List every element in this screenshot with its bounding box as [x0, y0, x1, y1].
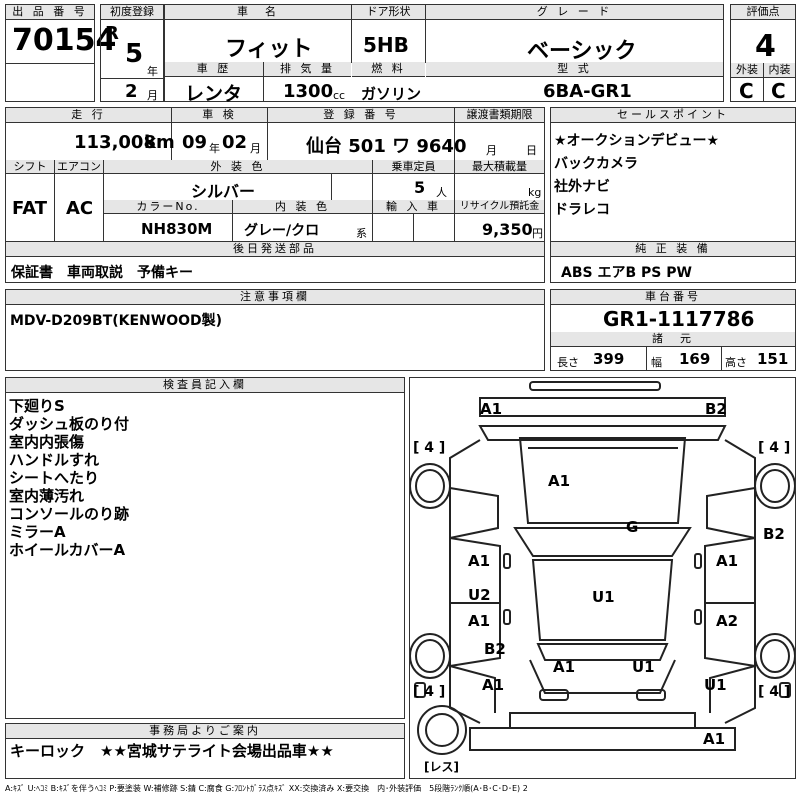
damage-rear-right-quarter: U1 [632, 658, 655, 676]
inspector-line: 室内内張傷 [9, 433, 85, 451]
lot-number-box: 出 品 番 号 70154 [5, 4, 116, 102]
office-notes: キーロック ★★宮城サテライト会場出品車★★ [10, 742, 334, 760]
fuel: ガソリン [361, 85, 422, 103]
damage-left-rear-fender: B2 [484, 640, 506, 658]
tire-front-right: [ 4 ] [758, 440, 791, 456]
score-box: 評価点 4 外装 内装 C C [730, 4, 796, 103]
sales-point: バックカメラ [554, 156, 638, 172]
damage-hood: A1 [548, 472, 571, 490]
inspector-line: ダッシュ板のり付 [9, 415, 130, 433]
tire-rear-right: [ 4 ] [758, 684, 791, 700]
damage-front-right: B2 [705, 400, 727, 418]
vehicle-info-box: 走 行 車 検 登 録 番 号 譲渡書類期限 113,008 km 09 年 0… [5, 107, 545, 242]
spare-tire: [レス] [424, 760, 459, 774]
car-info-box: 車 名 ドア形状 グ レ ー ド フィット 5HB ベーシック 車 歴 排 気 … [164, 4, 724, 105]
damage-right-rear-door: A2 [716, 612, 739, 630]
lot-number-label: 出 品 番 号 [6, 5, 94, 20]
inspector-line: シートへたり [9, 469, 100, 487]
shift: FAT [12, 198, 48, 219]
registration-number: 仙台 501 ワ 9640 [306, 136, 467, 157]
door-type: 5HB [363, 33, 409, 57]
lot-number: 70154 [12, 23, 117, 58]
damage-right-front-door: A1 [716, 552, 739, 570]
inspector-line: コンソールのり跡 [9, 505, 130, 523]
damage-roof: U1 [592, 588, 615, 606]
inspection-year: 09 [182, 132, 208, 153]
legend: A:ｷｽﾞ U:ﾍｺﾐ B:ｷｽﾞを伴うﾍｺﾐ P:要塗装 W:補修跡 S:錆 … [5, 784, 528, 793]
era: R [105, 23, 119, 44]
damage-left-front-door: A1 [468, 552, 491, 570]
color-number: NH830M [141, 220, 213, 238]
damage-left-rear-door-2: A1 [468, 612, 491, 630]
damage-diagram: A1 B2 [ 4 ] [ 4 ] A1 G B2 A1 A1 U2 U1 A1… [409, 377, 796, 779]
recycle-fee: 9,350 [482, 220, 533, 239]
notes-box: 注意事項欄 MDV-D209BT(KENWOOD製) [5, 289, 545, 371]
score: 4 [755, 29, 776, 64]
exterior-grade: C [739, 79, 754, 103]
displacement: 1300 [283, 81, 334, 102]
inspector-line: ミラーA [9, 523, 66, 541]
first-reg-month: 2 [125, 81, 138, 102]
sales-point: ドラレコ [554, 202, 610, 218]
first-reg-year: 5 [125, 39, 144, 69]
sales-point: ★オークションデビュー★ [554, 133, 720, 149]
car-name: フィット [225, 37, 313, 62]
chassis-box: 車台番号 GR1-1117786 諸 元 長さ 399 幅 169 高さ 151 [550, 289, 796, 371]
interior-color: グレー/クロ [244, 223, 320, 239]
inspection-month: 02 [222, 132, 248, 153]
first-registration-box: 初度登録 R 5 年 2 月 [100, 4, 164, 102]
shipping-parts-box: 後日発送部品 保証書 車両取説 予備キー [5, 241, 545, 283]
equipment-box: 純 正 装 備 ABS エアB PS PW [550, 241, 796, 283]
inspector-line: ハンドルすれ [9, 451, 100, 469]
damage-windshield: G [626, 518, 639, 536]
damage-front-left: A1 [480, 400, 503, 418]
exterior-color: シルバー [191, 182, 256, 201]
inspector-line: 下廻りS [9, 397, 65, 415]
damage-rear-right: U1 [704, 676, 727, 694]
notes: MDV-D209BT(KENWOOD製) [10, 313, 223, 329]
shipping-parts: 保証書 車両取説 予備キー [11, 265, 193, 281]
damage-left-rear-door-1: U2 [468, 586, 491, 604]
width: 169 [679, 350, 711, 368]
damage-right-front-fender: B2 [763, 525, 785, 543]
history: レンタ [185, 83, 243, 105]
car-outline-diagram [410, 381, 795, 755]
damage-rear-bumper: A1 [703, 730, 726, 748]
length: 399 [593, 350, 625, 368]
inspector-line: ホイールカバーA [9, 541, 126, 559]
grade: ベーシック [527, 39, 637, 64]
tire-front-left: [ 4 ] [413, 440, 446, 456]
chassis-number: GR1-1117786 [603, 307, 755, 331]
first-registration-label: 初度登録 [101, 5, 163, 20]
equipment: ABS エアB PS PW [561, 265, 692, 281]
interior-grade: C [771, 79, 786, 103]
sales-point: 社外ナビ [554, 179, 610, 195]
capacity: 5 [414, 178, 426, 197]
inspector-box: 検査員記入欄 下廻りS ダッシュ板のり付 室内内張傷 ハンドルすれ シートへたり… [5, 377, 405, 719]
air-conditioner: AC [66, 198, 94, 219]
office-notes-box: 事務局よりご案内 キーロック ★★宮城サテライト会場出品車★★ [5, 723, 405, 779]
tire-rear-left: [ 4 ] [413, 684, 446, 700]
inspector-line: 室内薄汚れ [9, 487, 85, 505]
sales-points-box: セールスポイント ★オークションデビュー★ バックカメラ 社外ナビ ドラレコ [550, 107, 796, 242]
damage-left-rear-quarter: A1 [553, 658, 576, 676]
mileage: 113,008 [74, 132, 156, 153]
model: 6BA-GR1 [543, 81, 632, 102]
damage-rear-left: A1 [482, 676, 505, 694]
height: 151 [757, 350, 789, 368]
